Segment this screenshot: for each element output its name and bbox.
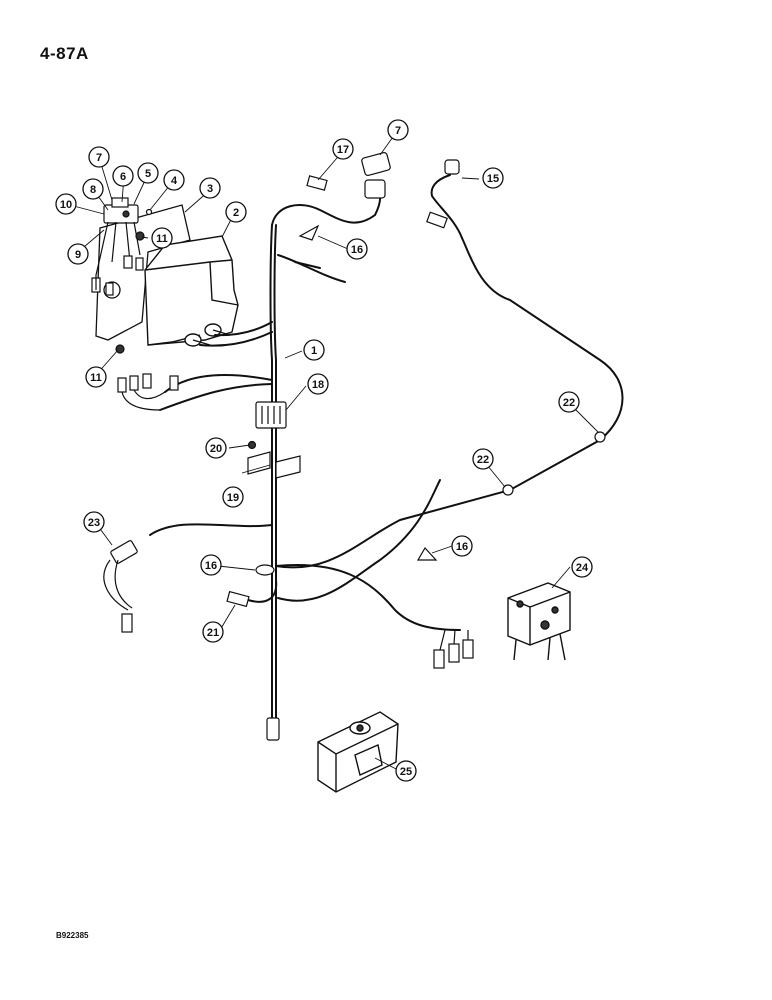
callout-label: 10 xyxy=(60,199,72,211)
callout-label: 16 xyxy=(205,560,217,572)
callout-circle xyxy=(346,238,368,260)
callout-16: 16 xyxy=(200,554,222,576)
callout-circle xyxy=(205,437,227,459)
harness-wires xyxy=(149,174,624,721)
callout-label: 16 xyxy=(351,244,363,256)
callout-circle xyxy=(163,169,185,191)
callout-22: 22 xyxy=(558,391,580,413)
callout-circle xyxy=(151,227,173,249)
callout-circle xyxy=(451,535,473,557)
callout-circle xyxy=(112,165,134,187)
callout-2: 2 xyxy=(225,201,247,223)
callout-circle xyxy=(472,448,494,470)
callout-17: 17 xyxy=(332,138,354,160)
callout-label: 8 xyxy=(90,184,96,196)
callout-label: 15 xyxy=(487,173,499,185)
page-number: 4-87A xyxy=(40,44,89,63)
callout-circle xyxy=(332,138,354,160)
callout-circle xyxy=(303,339,325,361)
callout-label: 22 xyxy=(563,397,575,409)
callout-9: 9 xyxy=(67,243,89,265)
callout-label: 1 xyxy=(311,345,317,357)
harness-hardware xyxy=(103,152,606,741)
callout-6: 6 xyxy=(112,165,134,187)
callout-15: 15 xyxy=(482,167,504,189)
callout-circle xyxy=(387,119,409,141)
callout-16: 16 xyxy=(451,535,473,557)
callout-16: 16 xyxy=(346,238,368,260)
callout-label: 11 xyxy=(156,233,168,245)
callout-label: 9 xyxy=(75,249,81,261)
callout-circle xyxy=(222,486,244,508)
callout-19: 19 xyxy=(222,486,244,508)
valve-block-25 xyxy=(317,711,399,793)
callout-8: 8 xyxy=(82,178,104,200)
callout-circle xyxy=(202,621,224,643)
callout-label: 6 xyxy=(120,171,126,183)
callout-circle xyxy=(225,201,247,223)
callout-18: 18 xyxy=(307,373,329,395)
callout-5: 5 xyxy=(137,162,159,184)
callout-circle xyxy=(67,243,89,265)
callout-label: 7 xyxy=(395,125,401,137)
callout-circle xyxy=(55,193,77,215)
callout-label: 22 xyxy=(477,454,489,466)
callout-label: 21 xyxy=(207,627,219,639)
callout-circle xyxy=(83,511,105,533)
callout-label: 23 xyxy=(88,517,100,529)
callout-circle xyxy=(137,162,159,184)
callout-circle xyxy=(395,760,417,782)
callout-circle xyxy=(199,177,221,199)
callout-label: 24 xyxy=(576,562,589,574)
callout-7: 7 xyxy=(88,146,110,168)
callout-circle xyxy=(82,178,104,200)
callout-circle xyxy=(88,146,110,168)
callout-label: 16 xyxy=(456,541,468,553)
callout-label: 11 xyxy=(90,372,102,384)
callout-11: 11 xyxy=(151,227,173,249)
callout-circle xyxy=(307,373,329,395)
callout-10: 10 xyxy=(55,193,77,215)
callout-label: 25 xyxy=(400,766,412,778)
callout-7: 7 xyxy=(387,119,409,141)
callout-label: 3 xyxy=(207,183,213,195)
callout-label: 4 xyxy=(171,175,178,187)
drawing-code: B922385 xyxy=(56,931,89,940)
valve-block-24 xyxy=(507,582,571,661)
callout-4: 4 xyxy=(163,169,185,191)
callout-24: 24 xyxy=(571,556,593,578)
callout-circle xyxy=(558,391,580,413)
callout-21: 21 xyxy=(202,621,224,643)
callout-label: 20 xyxy=(210,443,222,455)
switch-cluster xyxy=(91,197,153,354)
callout-3: 3 xyxy=(199,177,221,199)
callout-leaders xyxy=(65,129,599,771)
callout-circle xyxy=(482,167,504,189)
controller-module xyxy=(144,235,239,347)
callout-circle xyxy=(571,556,593,578)
callout-label: 19 xyxy=(227,492,239,504)
callout-1: 1 xyxy=(303,339,325,361)
callout-23: 23 xyxy=(83,511,105,533)
callout-label: 2 xyxy=(233,207,239,219)
callout-circle xyxy=(85,366,107,388)
callout-label: 17 xyxy=(337,144,349,156)
callout-label: 7 xyxy=(96,152,102,164)
callout-circle xyxy=(200,554,222,576)
callout-label: 5 xyxy=(145,168,151,180)
callouts: 1234567789101111151616161718192021222223… xyxy=(55,119,593,782)
callout-label: 18 xyxy=(312,379,324,391)
callout-25: 25 xyxy=(395,760,417,782)
callout-22: 22 xyxy=(472,448,494,470)
callout-11: 11 xyxy=(85,366,107,388)
callout-20: 20 xyxy=(205,437,227,459)
